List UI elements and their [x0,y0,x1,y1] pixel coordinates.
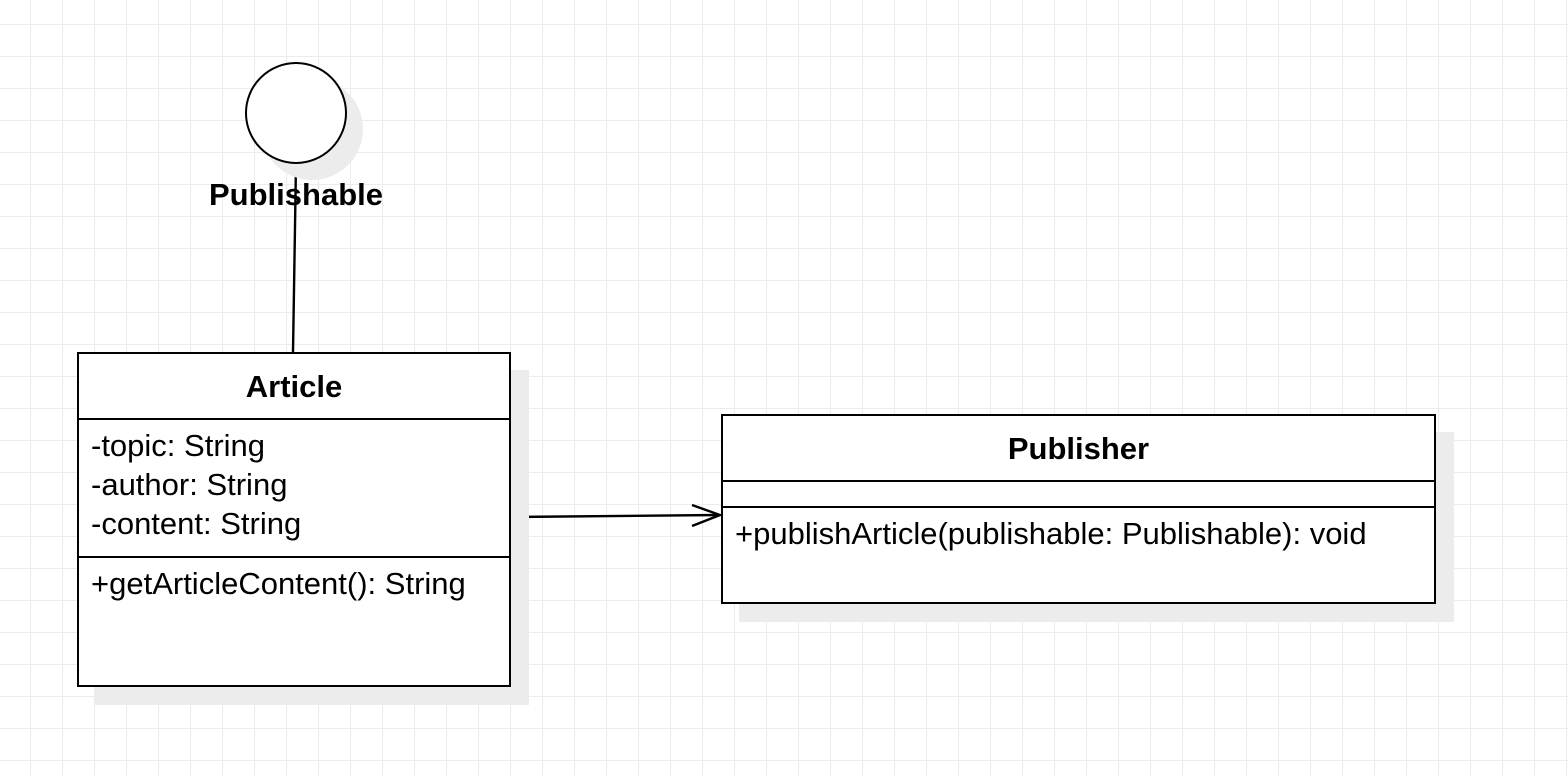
association-line [510,513,720,519]
attributes-compartment [723,482,1434,508]
class-name: Article [79,354,509,420]
attribute-item: -topic: String [91,428,266,463]
association-arrowhead [691,503,724,528]
operation-item: +publishArticle(publishable: Publishable… [735,516,1367,551]
interface-name-label: Publishable [209,177,383,212]
publisher-class-box[interactable]: Publisher +publishArticle(publishable: P… [721,414,1436,604]
article-class-box[interactable]: Article -topic: String -author: String -… [77,352,511,687]
attributes-compartment: -topic: String -author: String -content:… [79,420,509,558]
attribute-item: -content: String [91,506,302,541]
interface-lollipop-circle[interactable] [245,62,347,164]
operations-compartment: +getArticleContent(): String [79,558,509,603]
operation-item: +getArticleContent(): String [91,566,466,601]
operations-compartment: +publishArticle(publishable: Publishable… [723,508,1434,553]
class-name: Publisher [723,416,1434,482]
attribute-item: -author: String [91,467,288,502]
interface-realization-line [291,163,298,353]
